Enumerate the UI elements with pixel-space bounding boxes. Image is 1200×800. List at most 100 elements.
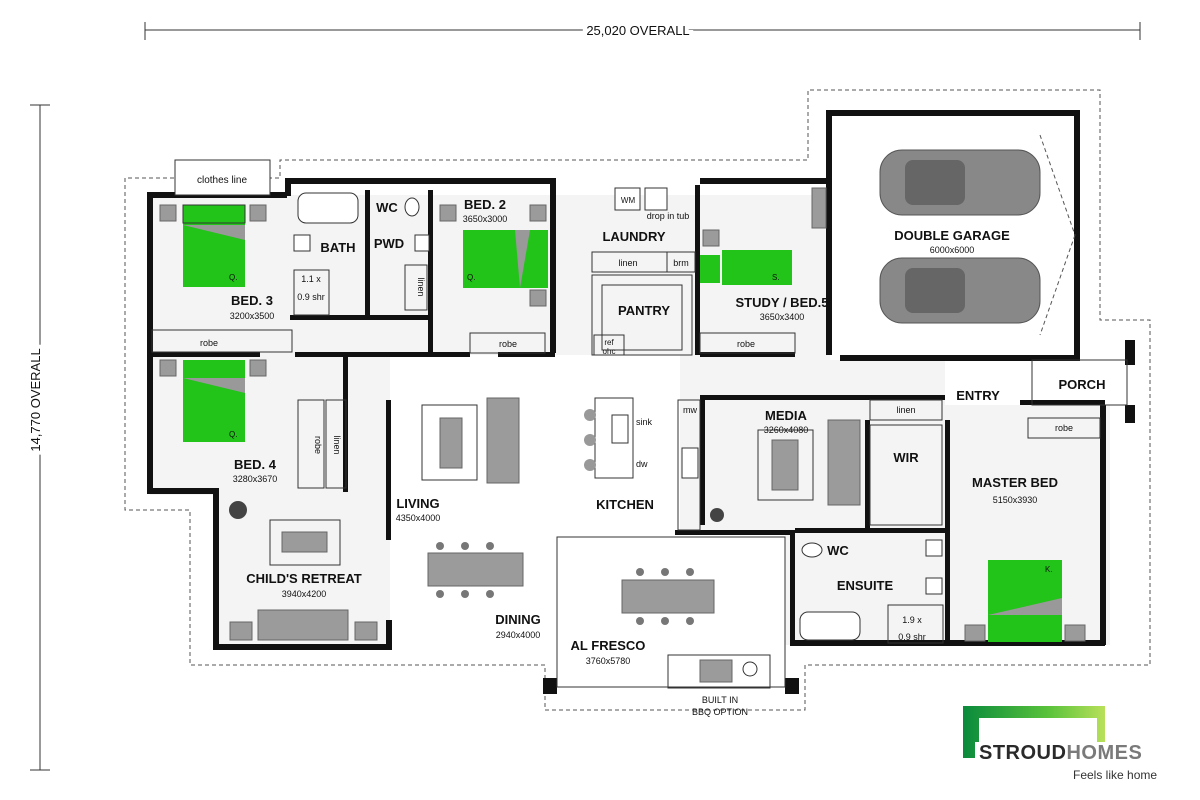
walls <box>147 110 1135 694</box>
bed4-label: BED. 4 <box>234 457 277 472</box>
bed3-robe: robe <box>200 338 218 348</box>
media-label: MEDIA <box>765 408 808 423</box>
ensuite-shower <box>887 604 944 644</box>
study-bed5 <box>699 187 827 354</box>
kitchen-label: KITCHEN <box>596 497 654 512</box>
clothes-line <box>174 159 271 196</box>
pwd-linen <box>404 264 428 311</box>
walk-in-robe <box>869 424 943 526</box>
ensuite-shower-a: 1.9 x <box>902 615 922 625</box>
study-robe: robe <box>737 339 755 349</box>
bed3-label: BED. 3 <box>231 293 273 308</box>
toilet-icon <box>404 197 420 217</box>
pwd-linen-label: linen <box>416 277 426 296</box>
bath-label: BATH <box>320 240 355 255</box>
media-size: 3260x4080 <box>764 425 809 435</box>
bathroom <box>293 192 359 316</box>
ensuite-basin-2 <box>925 577 943 595</box>
media-linen <box>869 399 943 421</box>
bbq-bench <box>667 654 771 689</box>
living-label: LIVING <box>396 496 439 511</box>
dining-label: DINING <box>495 612 541 627</box>
pantry <box>591 274 693 356</box>
pantry-label: PANTRY <box>618 303 670 318</box>
porch-label: PORCH <box>1059 377 1106 392</box>
bath-shower-b: 0.9 shr <box>297 292 325 302</box>
retreat-size: 3940x4200 <box>282 589 327 599</box>
study-single-mark: S. <box>772 273 780 282</box>
bed2-label: BED. 2 <box>464 197 506 212</box>
retreat-label: CHILD'S RETREAT <box>246 571 362 586</box>
wir-label: WIR <box>893 450 919 465</box>
alfresco-size: 3760x5780 <box>586 656 631 666</box>
alfresco-area <box>556 536 786 688</box>
bed-2 <box>439 204 548 354</box>
living-furniture <box>421 397 520 484</box>
bed4-linen: linen <box>332 435 342 454</box>
sink-label: sink <box>636 417 653 427</box>
laundry-label: LAUNDRY <box>602 229 665 244</box>
overhead-cupboard-label: ohc <box>603 347 616 356</box>
clothes-line-label: clothes line <box>197 175 247 186</box>
dining-size: 2940x4000 <box>496 630 541 640</box>
bed3-size: 3200x3500 <box>230 311 275 321</box>
garage-cars <box>879 134 1076 336</box>
overall-depth-dimension <box>30 104 50 771</box>
laundry-linen: linen <box>618 258 637 268</box>
bbq-label-a: BUILT IN <box>702 695 738 705</box>
bed-3 <box>151 204 293 353</box>
microwave-label: mw <box>683 405 697 415</box>
dishwasher-label: dw <box>636 459 648 469</box>
brand-name: STROUDHOMES <box>975 742 1147 765</box>
master-robe-label: robe <box>1055 423 1073 433</box>
alfresco-label: AL FRESCO <box>571 638 646 653</box>
laundry <box>591 187 696 273</box>
brand-tagline: Feels like home <box>1073 768 1158 782</box>
ensuite-basin-1 <box>925 539 943 557</box>
master-bed <box>964 560 1086 642</box>
ensuite-toilet-icon <box>801 542 823 558</box>
ensuite-wc-label: WC <box>827 543 849 558</box>
bed3-queen-mark: Q. <box>229 273 237 282</box>
wc-label: WC <box>376 200 398 215</box>
alfresco-table <box>621 568 715 625</box>
media-furniture <box>710 419 861 522</box>
pwd-label: PWD <box>374 236 404 251</box>
bed4-queen-mark: Q. <box>229 430 237 439</box>
tub-label: drop in tub <box>647 211 690 221</box>
overall-width-label: 25,020 OVERALL <box>586 23 689 38</box>
living-size: 4350x4000 <box>396 513 441 523</box>
brand-logo: STROUDHOMES Feels like home <box>963 706 1183 784</box>
porch-area <box>1031 359 1128 406</box>
bath-shower-a: 1.1 x <box>301 274 321 284</box>
ensuite-label: ENSUITE <box>837 578 894 593</box>
overall-depth-label: 14,770 OVERALL <box>28 348 43 451</box>
roof-outline <box>124 89 1151 711</box>
overall-width-dimension <box>144 22 1141 40</box>
dining-table <box>427 542 524 598</box>
master-king-mark: K. <box>1045 565 1053 574</box>
washing-machine-label: WM <box>621 196 636 205</box>
basin-icon <box>414 234 430 252</box>
master-robe <box>1027 417 1101 439</box>
garage-size: 6000x6000 <box>930 245 975 255</box>
retreat-furniture <box>229 501 378 641</box>
bed-4 <box>159 359 347 489</box>
garage-label: DOUBLE GARAGE <box>894 228 1010 243</box>
laundry-broom: brm <box>673 258 689 268</box>
bed2-size: 3650x3000 <box>463 214 508 224</box>
fridge-label: ref <box>604 338 614 347</box>
ensuite-bath <box>799 611 861 641</box>
bed4-size: 3280x3670 <box>233 474 278 484</box>
study-size: 3650x3400 <box>760 312 805 322</box>
study-label: STUDY / BED.5 <box>736 295 829 310</box>
bed2-queen-mark: Q. <box>467 273 475 282</box>
ensuite-shower-b: 0.9 shr <box>898 632 926 642</box>
bed4-robe: robe <box>313 436 323 454</box>
kitchen-island <box>584 397 701 531</box>
entry-label: ENTRY <box>956 388 1000 403</box>
media-linen-label: linen <box>896 405 915 415</box>
bed2-robe: robe <box>499 339 517 349</box>
master-label: MASTER BED <box>972 475 1058 490</box>
